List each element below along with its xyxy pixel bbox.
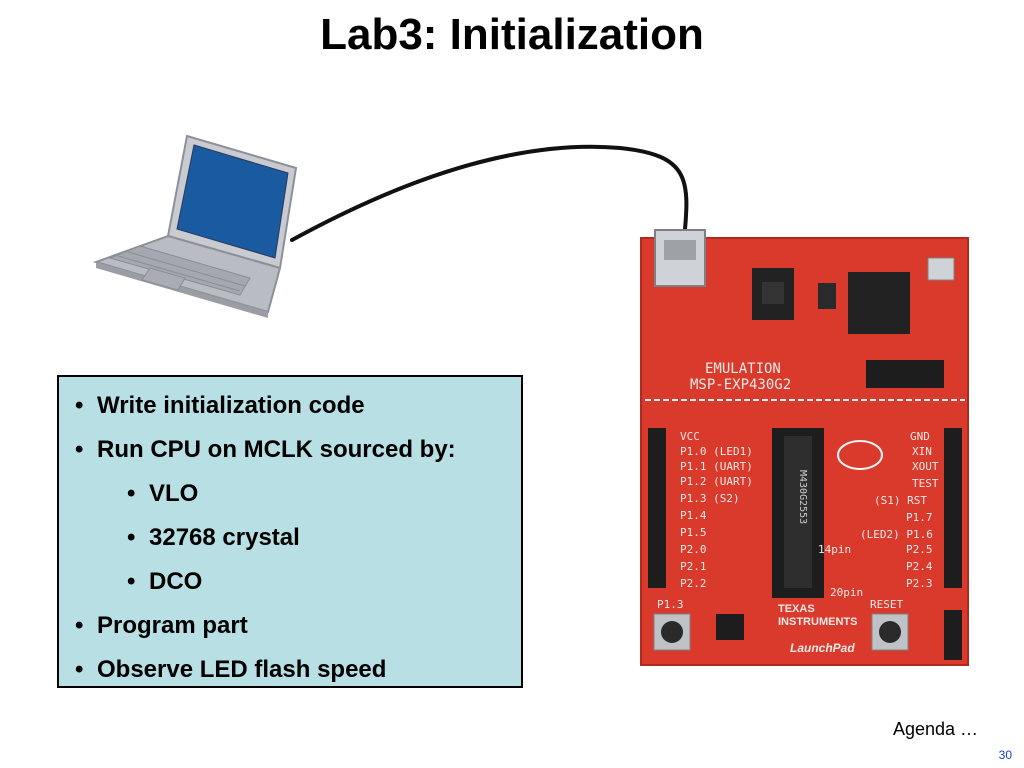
bullet-item: • DCO: [59, 560, 521, 604]
bullet-text: Run CPU on MCLK sourced by:: [97, 436, 456, 463]
board-left-pin: P1.2 (UART): [680, 475, 753, 488]
board-left-pin: P2.2: [680, 577, 707, 590]
bullet-glyph: •: [127, 524, 136, 551]
bullet-item: • Observe LED flash speed: [59, 648, 521, 692]
board-label-14pin: 14pin: [818, 543, 851, 556]
board-label-chip: M430G2553: [797, 470, 808, 524]
board-right-pin: XOUT: [912, 460, 939, 473]
board-right-pin: P2.5: [906, 543, 933, 556]
bullet-glyph: •: [127, 480, 136, 507]
board-left-pin: P1.4: [680, 509, 707, 522]
bullet-text: Write initialization code: [97, 392, 365, 419]
board-label-button-right: RESET: [870, 598, 903, 611]
board-left-pin: P1.3 (S2): [680, 492, 740, 505]
bullet-glyph: •: [75, 612, 84, 639]
page-number: 30: [998, 748, 1012, 762]
bullet-item: • Run CPU on MCLK sourced by:: [59, 428, 521, 472]
board-left-pin: P1.5: [680, 526, 707, 539]
board-left-pin: VCC: [680, 430, 700, 443]
slide-illustration: EMULATION MSP-EXP430G2 VCC P1.0 (LED1) P…: [92, 134, 969, 666]
board-right-pin: P1.7: [906, 511, 933, 524]
board-left-pin: P1.1 (UART): [680, 460, 753, 473]
slide-title: Lab3: Initialization: [320, 10, 704, 59]
agenda-link[interactable]: Agenda …: [893, 719, 979, 739]
laptop-icon: [92, 134, 298, 318]
launchpad-board-image: EMULATION MSP-EXP430G2 VCC P1.0 (LED1) P…: [640, 229, 969, 666]
board-right-pin: XIN: [912, 445, 932, 458]
bullet-box: • Write initialization code • Run CPU on MC…: [57, 375, 523, 688]
bullet-list: • Write initialization code • Run CPU on MC…: [59, 384, 521, 692]
board-label-emulation: EMULATION: [705, 361, 781, 377]
bullet-text: Observe LED flash speed: [97, 656, 387, 683]
bullet-text: 32768 crystal: [149, 524, 300, 551]
bullet-item: • 32768 crystal: [59, 516, 521, 560]
board-right-pin: P2.3: [906, 577, 933, 590]
board-brand-line1: TEXAS: [778, 603, 815, 615]
board-label-product: LaunchPad: [790, 641, 855, 655]
board-right-pin: (S1) RST: [874, 494, 927, 507]
bullet-glyph: •: [75, 392, 84, 419]
bullet-text: DCO: [149, 568, 203, 595]
board-right-pin: TEST: [912, 477, 939, 490]
board-label-model: MSP-EXP430G2: [690, 377, 791, 393]
board-brand-line2: INSTRUMENTS: [778, 616, 857, 628]
board-right-pin: (LED2) P1.6: [860, 528, 933, 541]
bullet-glyph: •: [75, 656, 84, 683]
board-right-pin: P2.4: [906, 560, 933, 573]
bullet-glyph: •: [127, 568, 136, 595]
usb-cable-icon: [290, 144, 689, 242]
bullet-text: VLO: [149, 480, 199, 507]
bullet-text: Program part: [97, 612, 248, 639]
bullet-item: • Write initialization code: [59, 384, 521, 428]
board-left-pin: P2.0: [680, 543, 707, 556]
board-label-20pin: 20pin: [830, 586, 863, 599]
board-left-pin: P1.0 (LED1): [680, 445, 753, 458]
board-label-button-left: P1.3: [657, 598, 684, 611]
bullet-item: • VLO: [59, 472, 521, 516]
bullet-item: • Program part: [59, 604, 521, 648]
bullet-glyph: •: [75, 436, 84, 463]
board-right-pin: GND: [910, 430, 930, 443]
board-left-pin: P2.1: [680, 560, 707, 573]
